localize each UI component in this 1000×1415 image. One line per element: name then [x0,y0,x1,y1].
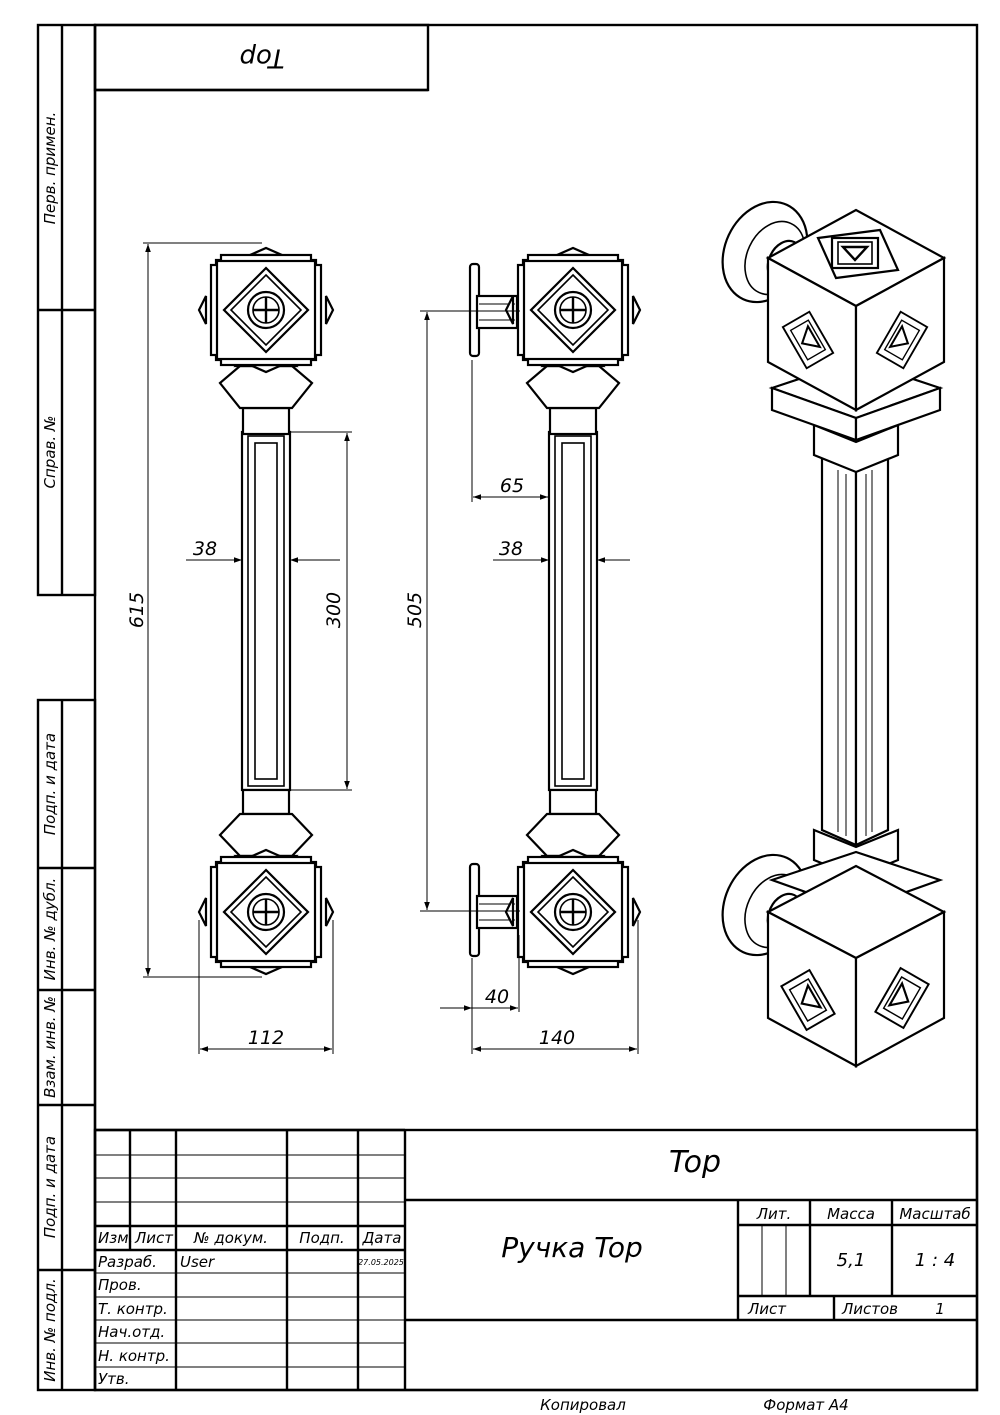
title-block: Изм. Лист № докум. Подп. Дата Разраб. Us… [93,1128,979,1392]
front-view: 615 300 38 112 [126,242,352,1054]
side-field-perv-primen: Перв. примен. [41,112,59,225]
tb-product-name: Ручка Top [501,1231,643,1264]
dim-side-depth: 140 [539,1027,575,1049]
side-field-inv-podl: Инв. № подл. [41,1278,59,1381]
side-knob-top [504,246,642,374]
tb-scale-label: Масштаб [899,1205,970,1223]
tb-header-data: Дата [362,1229,402,1247]
dim-front-height: 615 [126,592,148,628]
tb-header-podp: Подп. [299,1229,344,1247]
side-fields: Перв. примен. Справ. № Подп. и дата Инв.… [36,23,97,1392]
dim-front-bar-length: 300 [323,592,345,628]
tb-role: Разраб. [98,1253,157,1271]
side-field-podp-data-1: Подп. и дата [41,733,59,835]
tb-header-list: Лист [134,1229,174,1247]
tb-row-1: Разраб. User 27.05.2025 [98,1253,404,1271]
dim-side-offset: 65 [500,475,524,497]
footer-copied: Копировал [540,1396,626,1414]
isometric-view [721,200,947,1068]
dim-front-bar-width: 38 [193,538,217,560]
tb-role: Утв. [98,1370,130,1388]
tb-scale-value: 1 : 4 [915,1250,955,1271]
tb-header-doc-no: № докум. [193,1229,268,1247]
tb-header-izm: Изм. [98,1229,133,1247]
side-field-inv-dubl: Инв. № дубл. [41,878,59,981]
tb-sheets-value: 1 [935,1300,945,1318]
dim-side-base: 40 [485,986,509,1008]
front-knob-bottom [197,848,335,976]
stamp-title-text: Top [239,43,284,73]
dim-side-bar-width: 38 [499,538,523,560]
tb-mass-value: 5,1 [837,1250,866,1271]
side-field-podp-data-2: Подп. и дата [41,1136,59,1238]
side-knob-bottom [504,848,642,976]
dim-front-width: 112 [248,1027,284,1049]
tb-role: Н. контр. [98,1347,170,1365]
tb-lit-label: Лит. [756,1205,792,1223]
side-field-vzam-inv: Взам. инв. № [41,996,59,1098]
tb-role: Нач.отд. [98,1323,165,1341]
tb-mass-label: Масса [827,1205,875,1223]
tb-role: Пров. [98,1276,142,1294]
tb-doc-designation: Top [669,1145,721,1180]
tb-role: Т. контр. [98,1300,168,1318]
tb-sheets-label: Листов [841,1300,898,1318]
front-dimensions: 615 300 38 112 [126,242,352,1054]
tb-name: User [180,1253,215,1271]
side-view: 505 65 38 40 140 [404,246,642,1054]
side-dimensions: 505 65 38 40 140 [404,310,639,1054]
dim-side-center-distance: 505 [404,592,426,628]
tb-date: 27.05.2025 [358,1258,404,1267]
side-field-sprav-no: Справ. № [41,416,59,489]
footer: Копировал Формат A4 [540,1396,849,1414]
footer-format: Формат A4 [763,1396,848,1414]
front-knob-top [197,246,335,374]
stamp-rotated-title: Top [239,43,284,73]
tb-sheet-label: Лист [747,1300,787,1318]
